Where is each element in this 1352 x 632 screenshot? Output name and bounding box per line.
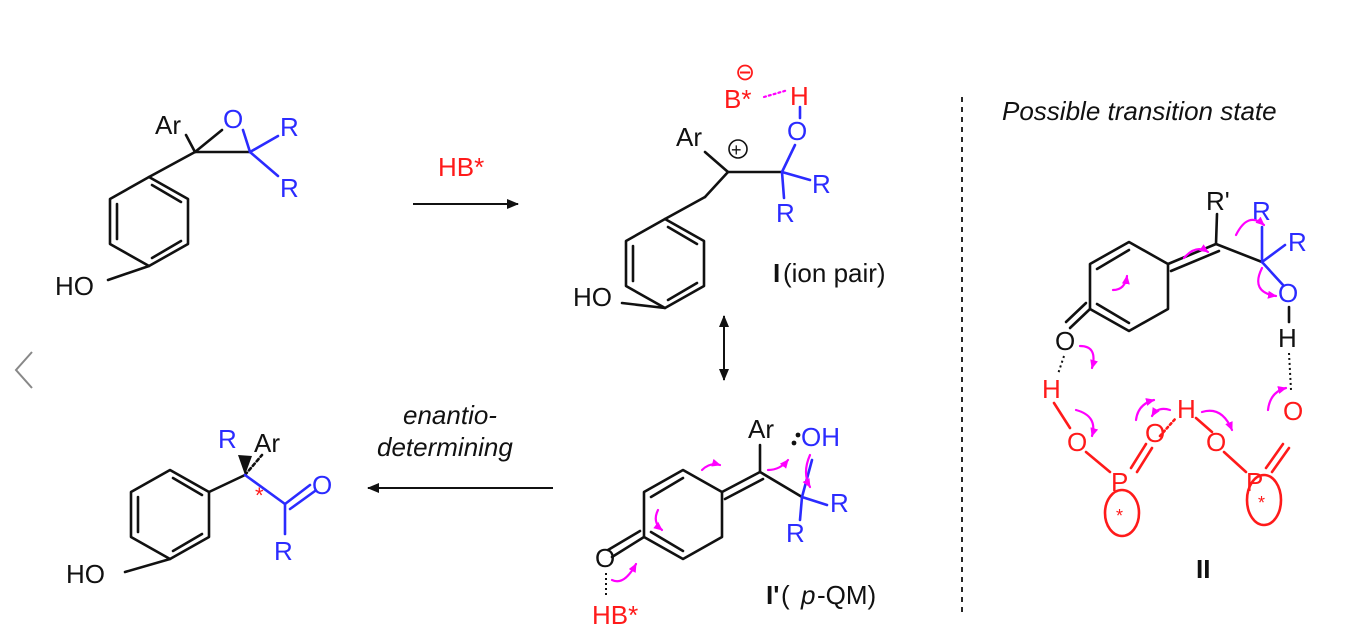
r-atom: R: [1288, 227, 1307, 257]
r-atom: R: [776, 198, 795, 228]
r-atom: R: [786, 518, 805, 548]
ar-atom: Ar: [254, 428, 280, 458]
compound-I-prime-label: I': [766, 580, 779, 610]
oxygen-atom: O: [1283, 396, 1303, 426]
hydrogen-atom: H: [1177, 394, 1196, 424]
oxygen-atom: O: [1067, 427, 1087, 457]
r-atom: R: [218, 424, 237, 454]
stereocenter-mark: *: [255, 483, 264, 508]
carbonyl-oxygen: O: [312, 470, 332, 500]
ar-atom: Ar: [676, 122, 702, 152]
hydroxyl-group: OH: [801, 422, 840, 452]
anion-charge: ⊖: [735, 59, 755, 86]
r-atom: R: [280, 173, 299, 203]
hydrogen-atom: H: [1278, 323, 1297, 353]
phosphorus-atom: P: [1246, 467, 1263, 497]
label-open: (: [781, 580, 790, 610]
r-atom: R: [1252, 196, 1271, 226]
label-close: -QM): [817, 580, 876, 610]
ho-group: HO: [55, 271, 94, 301]
r-atom: R: [812, 169, 831, 199]
oxygen-atom: O: [595, 543, 615, 573]
chiral-mark: *: [1116, 506, 1123, 526]
ts-label: II: [1196, 554, 1210, 584]
label-italic: p: [800, 580, 815, 610]
ho-group: HO: [573, 282, 612, 312]
carbocation-charge: +: [731, 140, 742, 160]
hydrogen-atom: H: [1042, 374, 1061, 404]
r-atom: R: [280, 112, 299, 142]
oxygen-atom: O: [1145, 418, 1165, 448]
product-structure: R Ar * O R HO: [66, 424, 332, 589]
arrow-label-line1: enantio-: [403, 400, 497, 430]
epoxide-structure: Ar O R R HO: [55, 104, 299, 301]
hydrogen-atom: H: [790, 81, 809, 111]
r-prime-substituent: R': [1206, 186, 1230, 216]
counterion: B*: [724, 84, 751, 114]
r-atom: R: [274, 536, 293, 566]
compound-I-label-rest: (ion pair): [783, 258, 886, 288]
reagent-label: HB*: [438, 152, 484, 182]
compound-I-label: I: [773, 258, 780, 288]
panel-title: Possible transition state: [1002, 96, 1277, 126]
quinone-oxygen: O: [1055, 326, 1075, 356]
acid-label: HB*: [592, 600, 638, 630]
transition-state-structure: R' R R O H O H O P O * H O P O *: [1042, 186, 1307, 584]
ar-atom: Ar: [155, 110, 181, 140]
intermediate-I-structure: B* ⊖ H O Ar + R R HO I (ion pair): [573, 59, 886, 312]
ar-atom: Ar: [748, 414, 774, 444]
ho-group: HO: [66, 559, 105, 589]
r-atom: R: [830, 488, 849, 518]
oxygen-atom: O: [223, 104, 243, 134]
arrow-label-line2: determining: [377, 432, 513, 462]
chiral-mark: *: [1258, 493, 1265, 513]
oxygen-atom: O: [1278, 278, 1298, 308]
intermediate-I-prime-structure: Ar OH R R O HB* I' ( p -QM): [592, 414, 876, 630]
chevron-left-icon[interactable]: [14, 351, 33, 389]
oxygen-atom: O: [1206, 427, 1226, 457]
oxygen-atom: O: [787, 116, 807, 146]
